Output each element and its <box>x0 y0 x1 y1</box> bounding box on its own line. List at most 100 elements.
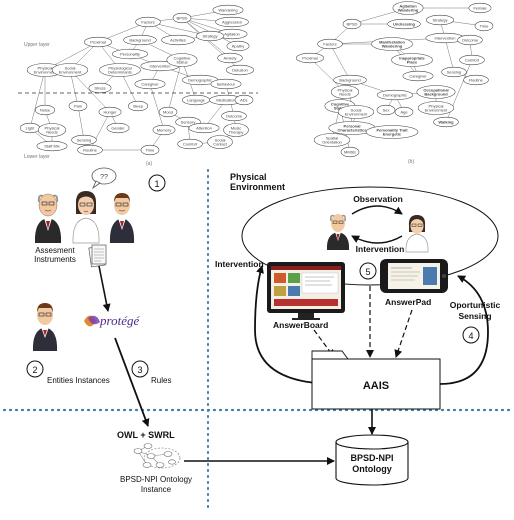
panel-a-node: Behaviour <box>210 78 242 90</box>
panel-a-node-shape <box>234 94 254 106</box>
panel-a-node-label: Memory <box>157 128 171 133</box>
panel-b-node-label: Comfort <box>465 58 480 63</box>
panel-a-node: Apathy <box>226 40 250 52</box>
protege-logo-text: protégé <box>99 313 140 328</box>
panel-a-node: Language <box>181 94 211 106</box>
panel-b-edge <box>329 43 351 81</box>
aais-box[interactable]: AAIS <box>311 350 441 410</box>
panel-b-node-label: Routine <box>469 78 484 83</box>
upper-layer-label: Upper layer <box>24 42 50 48</box>
panel-b-node-shape <box>340 146 360 158</box>
answerpad-device[interactable] <box>380 259 448 293</box>
speech-bubble-icon: ?? <box>91 167 117 190</box>
panel-a-node-label: Pain <box>74 104 82 109</box>
panel-b-node: Strategy <box>425 14 455 26</box>
panel-a-node-label: Sensory <box>181 120 196 125</box>
panel-a-node-label: Caregiver <box>141 82 159 87</box>
panel-a-node-shape <box>37 123 67 137</box>
panel-a-node: Staff Mix <box>36 140 68 152</box>
step-5-number: 5 <box>365 267 370 277</box>
panel-b-node-shape <box>376 104 396 116</box>
panel-a-node: Delusion <box>225 64 255 76</box>
panel-a-node-label: Light <box>26 126 36 131</box>
panel-a-node-label: Hunger <box>103 110 117 115</box>
panel-a-node-shape <box>106 122 130 134</box>
panel-a-node-shape <box>188 122 220 134</box>
answerboard-label: AnswerBoard <box>273 320 328 330</box>
panel-a-node: Pain <box>68 100 88 112</box>
panel-a-node-label: Factors <box>141 20 154 25</box>
panel-b-node-label: Demographic <box>383 93 407 98</box>
panel-a-node: Background <box>123 34 157 46</box>
panel-b-edge <box>444 37 456 73</box>
panel-a-node-label: Attention <box>196 126 212 131</box>
panel-b-node: Comfort <box>459 54 485 66</box>
panel-a-node-label: Activities <box>170 38 186 43</box>
panel-b-node: Sensing <box>441 66 467 78</box>
panel-a-node-label: Personality <box>120 52 140 57</box>
panel-a-node: Aggression <box>215 16 249 28</box>
panel-b-node-shape <box>433 116 459 128</box>
panel-a-node-shape <box>215 16 249 28</box>
panel-a-node-shape <box>77 144 103 156</box>
panel-b-node: Time <box>474 20 494 32</box>
panel-b-node: BPSD <box>342 18 362 30</box>
panel-b-node-label: Background <box>339 78 360 83</box>
panel-a-node-shape <box>207 135 233 149</box>
panel-b-node: Undressing <box>387 18 421 30</box>
panel-a-edge <box>77 105 86 141</box>
panel-a-edge <box>166 59 183 113</box>
panel-a-node-label: Proximal <box>90 40 106 45</box>
env-person-woman-icon <box>405 215 429 253</box>
panel-a-node: Noise <box>34 104 56 116</box>
entities-instances-label: Entities Instances <box>47 376 110 385</box>
panel-b-node-shape <box>416 85 456 99</box>
panel-a-node-shape <box>166 53 198 67</box>
panel-b-node-shape <box>457 34 483 46</box>
panel-b-node: Factors <box>317 38 343 50</box>
lower-layer-label: Lower layer <box>24 154 50 160</box>
panel-b-node-label: Undressing <box>393 22 416 27</box>
panel-a-node-shape <box>83 36 113 48</box>
panel-a-node-shape <box>161 34 195 46</box>
panel-a-node-shape <box>212 4 244 16</box>
panel-a-node: Routine <box>77 144 103 156</box>
panel-b-node-label: Strategy <box>433 18 448 23</box>
panel-a-node: Activities <box>161 34 195 46</box>
person-bald-man-icon <box>34 193 62 243</box>
answerpad-label: AnswerPad <box>385 297 431 307</box>
answerboard-device[interactable] <box>267 262 345 320</box>
panel-b-node-label: Proximal <box>302 56 318 61</box>
panel-a-edge <box>149 83 166 131</box>
panel-a-node-shape <box>34 104 56 116</box>
panel-b-node-shape <box>425 14 455 26</box>
protege-logo: protégé <box>84 313 140 328</box>
panel-a-node: Time <box>140 144 160 156</box>
panel-a-edge <box>89 111 111 151</box>
panel-a-node-shape <box>195 30 225 42</box>
step-1-badge: 1 <box>148 174 166 192</box>
panel-b-node: Demographic <box>376 89 414 101</box>
panel-a-node-label: Aggression <box>222 20 242 25</box>
arrow-protege-to-owl <box>114 337 150 427</box>
panel-b-node: MMSE <box>340 146 360 158</box>
step-4-number: 4 <box>468 331 473 341</box>
panel-a-node-label: Mood <box>163 110 173 115</box>
observation-arrow <box>351 205 403 215</box>
panel-b-node-shape <box>295 52 325 64</box>
panel-a-node: Personality <box>111 48 149 60</box>
